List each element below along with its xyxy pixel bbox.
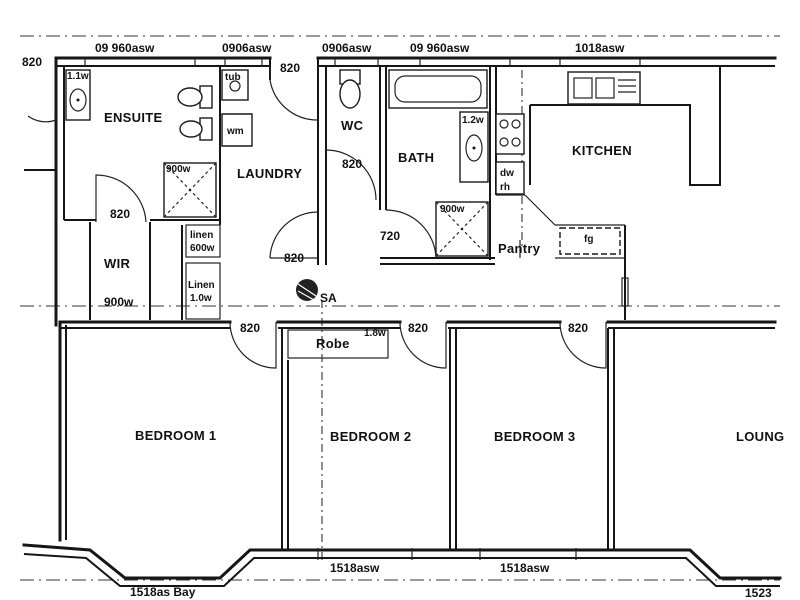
door-swings: [95, 66, 607, 369]
dim-window-2: 0906asw: [222, 41, 272, 55]
label-bath-basin: 1.2w: [462, 115, 484, 126]
dim-wc-door: 820: [342, 157, 362, 171]
label-washing-machine: wm: [226, 126, 244, 137]
label-fridge: fg: [584, 234, 593, 245]
dim-wir-window: 900w: [104, 295, 134, 309]
dim-top-left: 820: [22, 55, 42, 69]
room-wir: WIR: [104, 256, 130, 271]
dim-bottom-window-1: 1518asw: [330, 561, 380, 575]
label-ensuite-shower: 900w: [166, 164, 191, 175]
laundry-tub: [221, 69, 249, 101]
dishwasher: [495, 161, 525, 195]
label-range-hood: rh: [500, 182, 510, 193]
room-bedroom-3: BEDROOM 3: [494, 429, 575, 444]
dim-corner-right: 1523: [745, 586, 772, 600]
dim-laundry-door-top: 820: [280, 61, 300, 75]
label-linen-2-size: 1.0w: [190, 293, 212, 304]
dim-window-5: 1018asw: [575, 41, 625, 55]
dim-bed1-door: 820: [240, 321, 260, 335]
ensuite-basin: [65, 69, 91, 121]
room-wc: WC: [341, 118, 364, 133]
exterior-walls: [22, 56, 782, 587]
reference-lines: [20, 35, 780, 581]
label-tub: tub: [225, 72, 241, 83]
cooktop: [495, 113, 525, 155]
room-bedroom-1: BEDROOM 1: [135, 428, 216, 443]
dim-bottom-window-2: 1518asw: [500, 561, 550, 575]
dim-ensuite-door: 820: [110, 207, 130, 221]
dim-window-4: 09 960asw: [410, 41, 470, 55]
fridge: [559, 227, 621, 255]
room-laundry: LAUNDRY: [237, 166, 302, 181]
dim-laundry-door: 820: [284, 251, 304, 265]
label-linen-1-size: 600w: [190, 243, 215, 254]
dim-window-1: 09 960asw: [95, 41, 155, 55]
room-lounge: LOUNG: [736, 429, 784, 444]
label-smoke-alarm: SA: [320, 291, 337, 305]
kitchen-sink: [567, 71, 641, 105]
fixture-labels: 1.1w 900w tub wm 1.2w 900w dw rh linen 6…: [67, 71, 593, 339]
room-robe: Robe: [316, 336, 350, 351]
dim-bed2-door: 820: [408, 321, 428, 335]
label-linen-2: Linen: [188, 280, 215, 291]
room-bedroom-2: BEDROOM 2: [330, 429, 411, 444]
room-bath: BATH: [398, 150, 434, 165]
fixtures: [65, 69, 641, 307]
label-linen-1: linen: [190, 230, 213, 241]
label-bath-shower: 900w: [440, 204, 465, 215]
dim-bay-window: 1518as Bay: [130, 585, 196, 599]
dim-bed3-door: 820: [568, 321, 588, 335]
interior-walls: [58, 58, 777, 550]
label-dishwasher: dw: [500, 168, 514, 179]
dimension-labels: 820 09 960asw 0906asw 0906asw 09 960asw …: [22, 41, 772, 600]
room-labels: ENSUITE LAUNDRY WC BATH KITCHEN WIR Pant…: [104, 110, 784, 444]
room-kitchen: KITCHEN: [572, 143, 632, 158]
label-ensuite-basin: 1.1w: [67, 71, 89, 82]
washing-machine: [221, 113, 253, 147]
dim-bath-door: 720: [380, 229, 400, 243]
room-ensuite: ENSUITE: [104, 110, 162, 125]
label-robe-size: 1.8w: [364, 328, 386, 339]
room-pantry: Pantry: [498, 241, 541, 256]
dim-window-3: 0906asw: [322, 41, 372, 55]
